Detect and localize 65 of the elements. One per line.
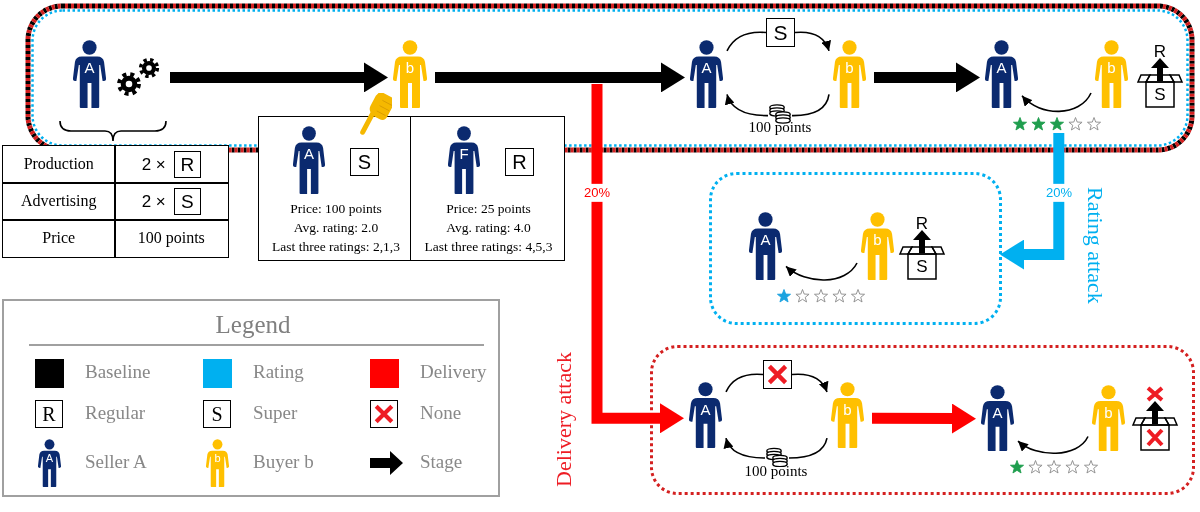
block-arrow	[1000, 133, 1065, 270]
edge-label: 20%	[583, 183, 611, 203]
curved-line	[791, 93, 830, 117]
average-rating-text: Avg. rating: 2.0	[293, 220, 379, 236]
curved-line	[726, 31, 767, 52]
side-caption: Rating attack	[1084, 187, 1106, 304]
block-arrow	[435, 62, 685, 93]
rating-history-text: Last three ratings: 2,1,3	[272, 239, 400, 255]
block-arrow	[872, 403, 976, 434]
curved-arrow	[725, 93, 769, 117]
curved-arrow	[724, 437, 766, 459]
block-arrow	[591, 84, 684, 434]
letter-label: S	[916, 258, 928, 275]
seller-figure: A	[73, 40, 106, 108]
curved-arrow	[794, 31, 831, 52]
attack-panel	[650, 345, 1195, 495]
multiplier-text: 2 ×	[141, 155, 166, 173]
letter-label: R	[915, 215, 929, 232]
table-cell: 100 points	[114, 219, 229, 258]
block-arrow	[170, 62, 388, 93]
cross-icon	[763, 360, 792, 389]
coins-icon	[768, 103, 792, 124]
price-text: Price: 100 points	[290, 201, 382, 217]
amount-caption: 100 points	[744, 463, 808, 481]
legend-text: Regular	[85, 403, 146, 424]
letter-tile: R	[505, 148, 534, 176]
legend-text: Buyer b	[253, 452, 314, 473]
table-cell: Price	[2, 219, 116, 258]
legend-text: Rating	[253, 362, 304, 383]
price-text: Price: 25 points	[446, 201, 531, 217]
legend-text: Baseline	[85, 362, 151, 383]
letter-label: R	[1153, 43, 1167, 60]
legend-text: Seller A	[85, 452, 147, 473]
average-rating-text: Avg. rating: 4.0	[446, 220, 531, 236]
letter-tile: S	[350, 148, 379, 176]
listing-card	[410, 116, 565, 261]
curved-arrow	[785, 262, 858, 281]
legend-text: Stage	[420, 452, 463, 473]
curved-arrow	[791, 373, 828, 393]
table-cell: Production	[2, 145, 116, 184]
legend-title: Legend	[215, 311, 291, 339]
letter-tile: S	[766, 18, 795, 47]
letter-tile: R	[35, 400, 63, 428]
edge-label: 20%	[1045, 183, 1073, 203]
legend-text: None	[420, 403, 462, 424]
side-caption: Delivery attack	[553, 352, 575, 487]
listing-card	[258, 116, 412, 261]
coins-icon	[765, 447, 789, 467]
multiplier-text: 2 ×	[141, 192, 166, 210]
letter-tile: R	[173, 150, 201, 178]
curved-arrow	[1021, 92, 1092, 113]
star-rating-icon	[1013, 117, 1101, 131]
curved-line	[788, 437, 828, 459]
attack-panel	[709, 172, 1002, 325]
rating-history-text: Last three ratings: 4,5,3	[424, 239, 553, 255]
letter-tile: S	[173, 187, 201, 215]
letter-tile: S	[203, 400, 231, 428]
block-arrow	[874, 62, 980, 93]
amount-caption: 100 points	[748, 119, 812, 137]
legend-text: Delivery	[420, 362, 487, 383]
legend-text: Super	[253, 403, 298, 424]
letter-label: S	[1154, 86, 1166, 103]
curved-line	[725, 373, 764, 393]
table-cell: Advertising	[2, 182, 116, 221]
curved-arrow	[1017, 435, 1089, 454]
